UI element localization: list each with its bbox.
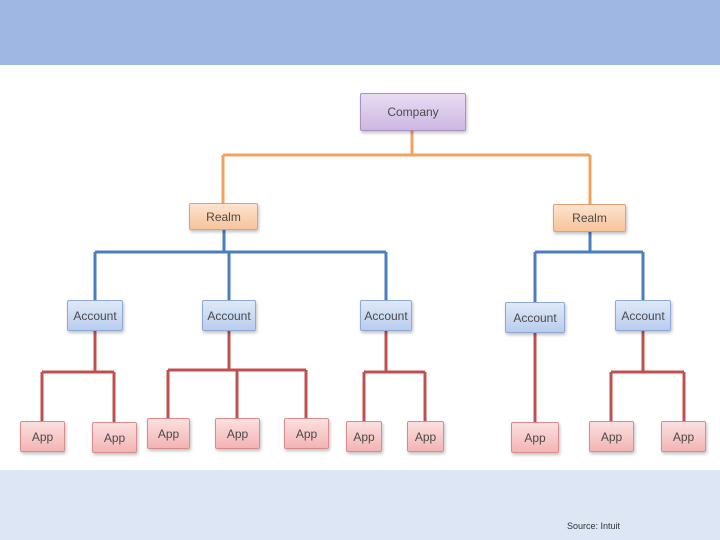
footer-band	[0, 470, 720, 540]
source-caption: Source: Intuit	[567, 521, 621, 531]
node-account-5: Account	[615, 300, 671, 331]
node-app-1: App	[20, 421, 65, 452]
node-company: Company	[360, 93, 466, 131]
company-edges	[221, 131, 592, 204]
node-app-4: App	[215, 418, 260, 449]
node-account-3: Account	[360, 300, 412, 331]
realm-edges	[93, 230, 645, 302]
account-edges	[40, 331, 686, 422]
node-app-2: App	[92, 422, 137, 453]
node-account-2: Account	[202, 300, 256, 331]
node-app-5: App	[284, 418, 329, 449]
node-account-4: Account	[505, 302, 565, 333]
node-app-7: App	[407, 421, 444, 452]
header-band	[0, 0, 720, 65]
node-account-1: Account	[67, 300, 123, 331]
node-app-9: App	[589, 421, 634, 452]
node-realm-2: Realm	[553, 204, 626, 232]
node-app-3: App	[147, 418, 190, 449]
node-realm-1: Realm	[189, 203, 258, 230]
node-app-10: App	[661, 421, 706, 452]
node-app-8: App	[511, 422, 559, 453]
node-app-6: App	[346, 421, 382, 452]
